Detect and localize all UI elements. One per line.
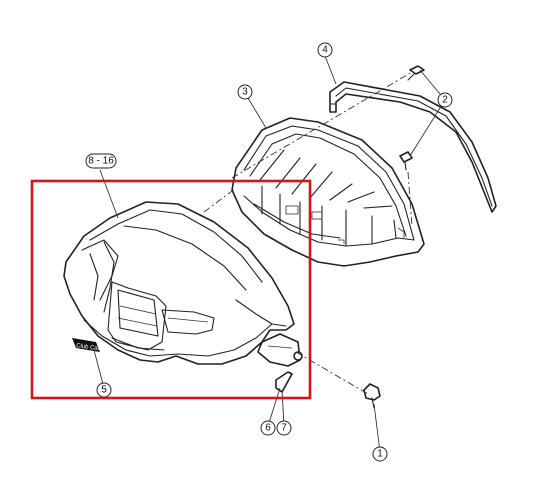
highlight-box xyxy=(30,179,312,400)
leader-8-16 xyxy=(99,169,119,219)
callout-6: 6 xyxy=(260,420,276,436)
leader-1 xyxy=(373,403,381,453)
callout-3: 3 xyxy=(237,84,253,100)
assembly-line-1 xyxy=(295,351,369,395)
leader-6 xyxy=(267,387,281,427)
assembly-line-4 xyxy=(407,171,413,227)
assembly-line-2 xyxy=(231,71,413,179)
svg-text:5: 5 xyxy=(101,385,107,396)
leader-7 xyxy=(281,389,285,427)
svg-text:6: 6 xyxy=(265,423,271,434)
callout-7: 7 xyxy=(276,420,292,436)
svg-text:8 - 16: 8 - 16 xyxy=(88,156,114,167)
part-2-screws xyxy=(399,65,425,171)
front-cowl-assembly xyxy=(63,201,301,367)
part-5-decal: Club Car xyxy=(72,338,100,352)
svg-text:7: 7 xyxy=(281,423,287,434)
leader-3 xyxy=(244,92,267,129)
part-1-fastener xyxy=(363,383,381,409)
svg-text:3: 3 xyxy=(242,87,248,98)
leader-2b xyxy=(409,99,446,157)
svg-text:2: 2 xyxy=(442,95,448,106)
callout-1: 1 xyxy=(372,446,388,462)
callout-2: 2 xyxy=(437,92,453,108)
callout-4: 4 xyxy=(317,42,333,58)
leader-4 xyxy=(324,55,337,85)
part-3-rear-frame xyxy=(231,117,425,267)
assembly-line-3 xyxy=(203,187,237,213)
svg-text:1: 1 xyxy=(377,449,383,460)
callout-8-16: 8 - 16 xyxy=(85,153,117,169)
svg-text:4: 4 xyxy=(322,45,328,56)
callout-5: 5 xyxy=(96,382,112,398)
part-4-trim-strip xyxy=(329,81,497,213)
decal-text: Club Car xyxy=(76,343,100,352)
leader-5 xyxy=(93,349,105,389)
